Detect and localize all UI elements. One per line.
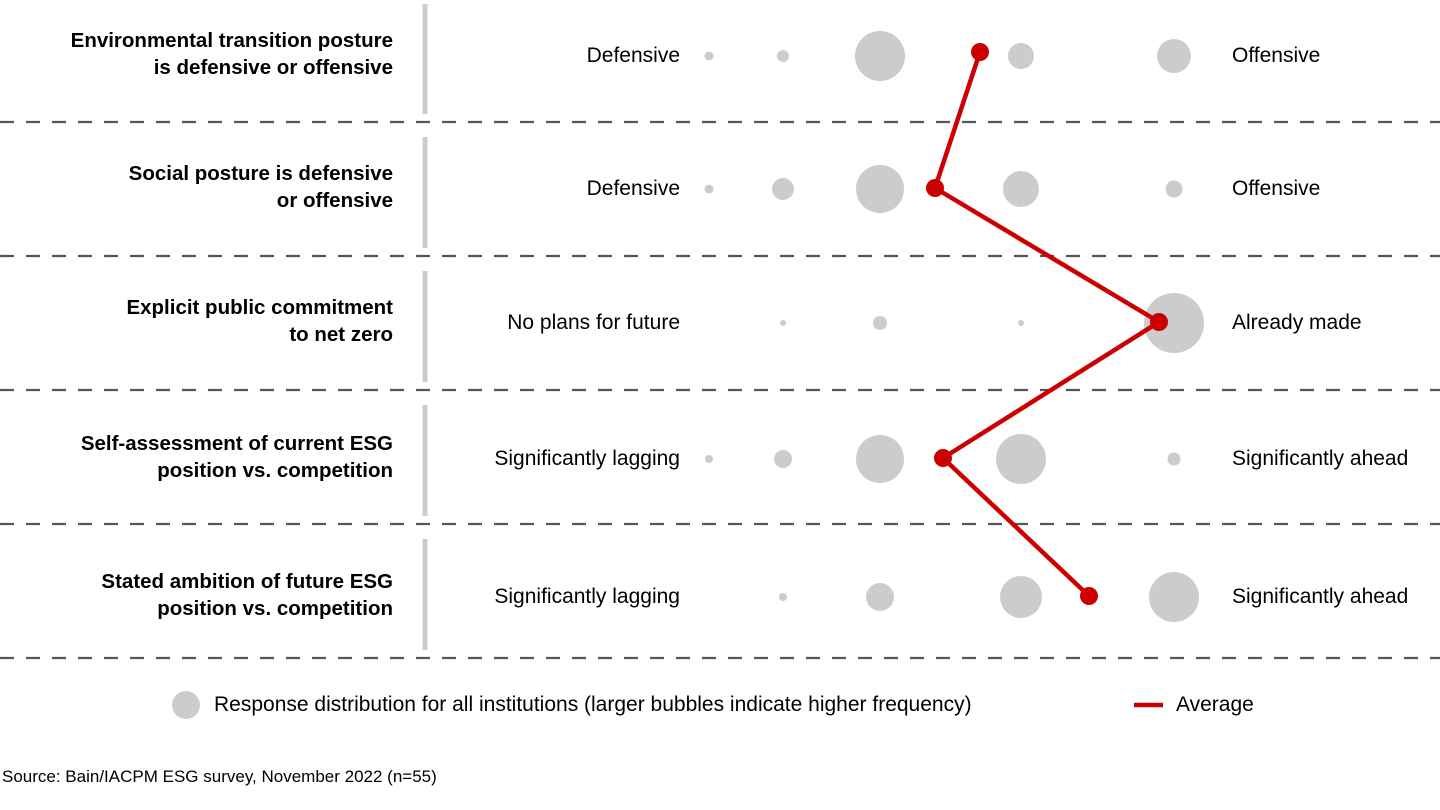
row-title-1: Environmental transition posture is defe…: [70, 29, 393, 79]
average-polyline: [932, 49, 1162, 599]
response-bubble: [1149, 572, 1199, 622]
response-bubble: [996, 434, 1046, 484]
response-bubble: [1144, 293, 1204, 353]
row-title-2: Social posture is defensive or offensive: [128, 162, 393, 212]
response-bubble: [856, 435, 904, 483]
legend-bubble-icon: [172, 691, 200, 719]
average-markers: [926, 43, 1168, 605]
response-bubble: [704, 184, 714, 194]
response-bubble: [1165, 180, 1183, 198]
left-anchor-label-2: Defensive: [586, 177, 680, 200]
response-bubble: [1003, 171, 1039, 207]
response-bubble: [777, 50, 789, 62]
response-bubble: [772, 178, 794, 200]
response-bubble: [1157, 39, 1191, 73]
response-bubble: [704, 51, 714, 61]
average-line: [932, 49, 1162, 599]
response-bubble: [1167, 452, 1181, 466]
row-separators: [0, 120, 1440, 660]
legend-markers: [172, 691, 1163, 719]
right-anchor-label-5: Significantly ahead: [1232, 585, 1409, 608]
left-anchor-label-3: No plans for future: [507, 311, 680, 334]
response-bubble: [779, 593, 787, 601]
left-anchor-label-4: Significantly lagging: [494, 447, 680, 470]
response-bubble: [856, 165, 904, 213]
response-bubble: [780, 320, 786, 326]
response-bubble: [855, 31, 905, 81]
right-anchor-label-3: Already made: [1232, 311, 1362, 334]
left-anchor-label-5: Significantly lagging: [494, 585, 680, 608]
legend-average-label: Average: [1176, 693, 1254, 716]
average-marker: [1080, 587, 1098, 605]
legend-bubble-label: Response distribution for all institutio…: [214, 693, 972, 716]
response-bubble: [1018, 320, 1024, 326]
average-marker: [971, 43, 989, 61]
bubble-series: [704, 31, 1204, 622]
response-bubble: [1008, 43, 1034, 69]
row-title-3: Explicit public commitment to net zero: [126, 296, 393, 346]
row-title-4: Self-assessment of current ESG position …: [80, 432, 393, 482]
row-title-5: Stated ambition of future ESG position v…: [101, 570, 393, 620]
right-anchor-label-1: Offensive: [1232, 44, 1321, 67]
average-marker: [926, 179, 944, 197]
average-marker: [1150, 313, 1168, 331]
average-marker: [934, 449, 952, 467]
response-bubble: [705, 455, 713, 463]
response-bubble: [866, 583, 894, 611]
right-anchor-label-4: Significantly ahead: [1232, 447, 1409, 470]
right-anchor-label-2: Offensive: [1232, 177, 1321, 200]
response-bubble: [1000, 576, 1042, 618]
left-anchor-label-1: Defensive: [586, 44, 680, 67]
response-bubble: [774, 450, 792, 468]
source-note: Source: Bain/IACPM ESG survey, November …: [2, 767, 437, 786]
response-bubble: [873, 316, 887, 330]
